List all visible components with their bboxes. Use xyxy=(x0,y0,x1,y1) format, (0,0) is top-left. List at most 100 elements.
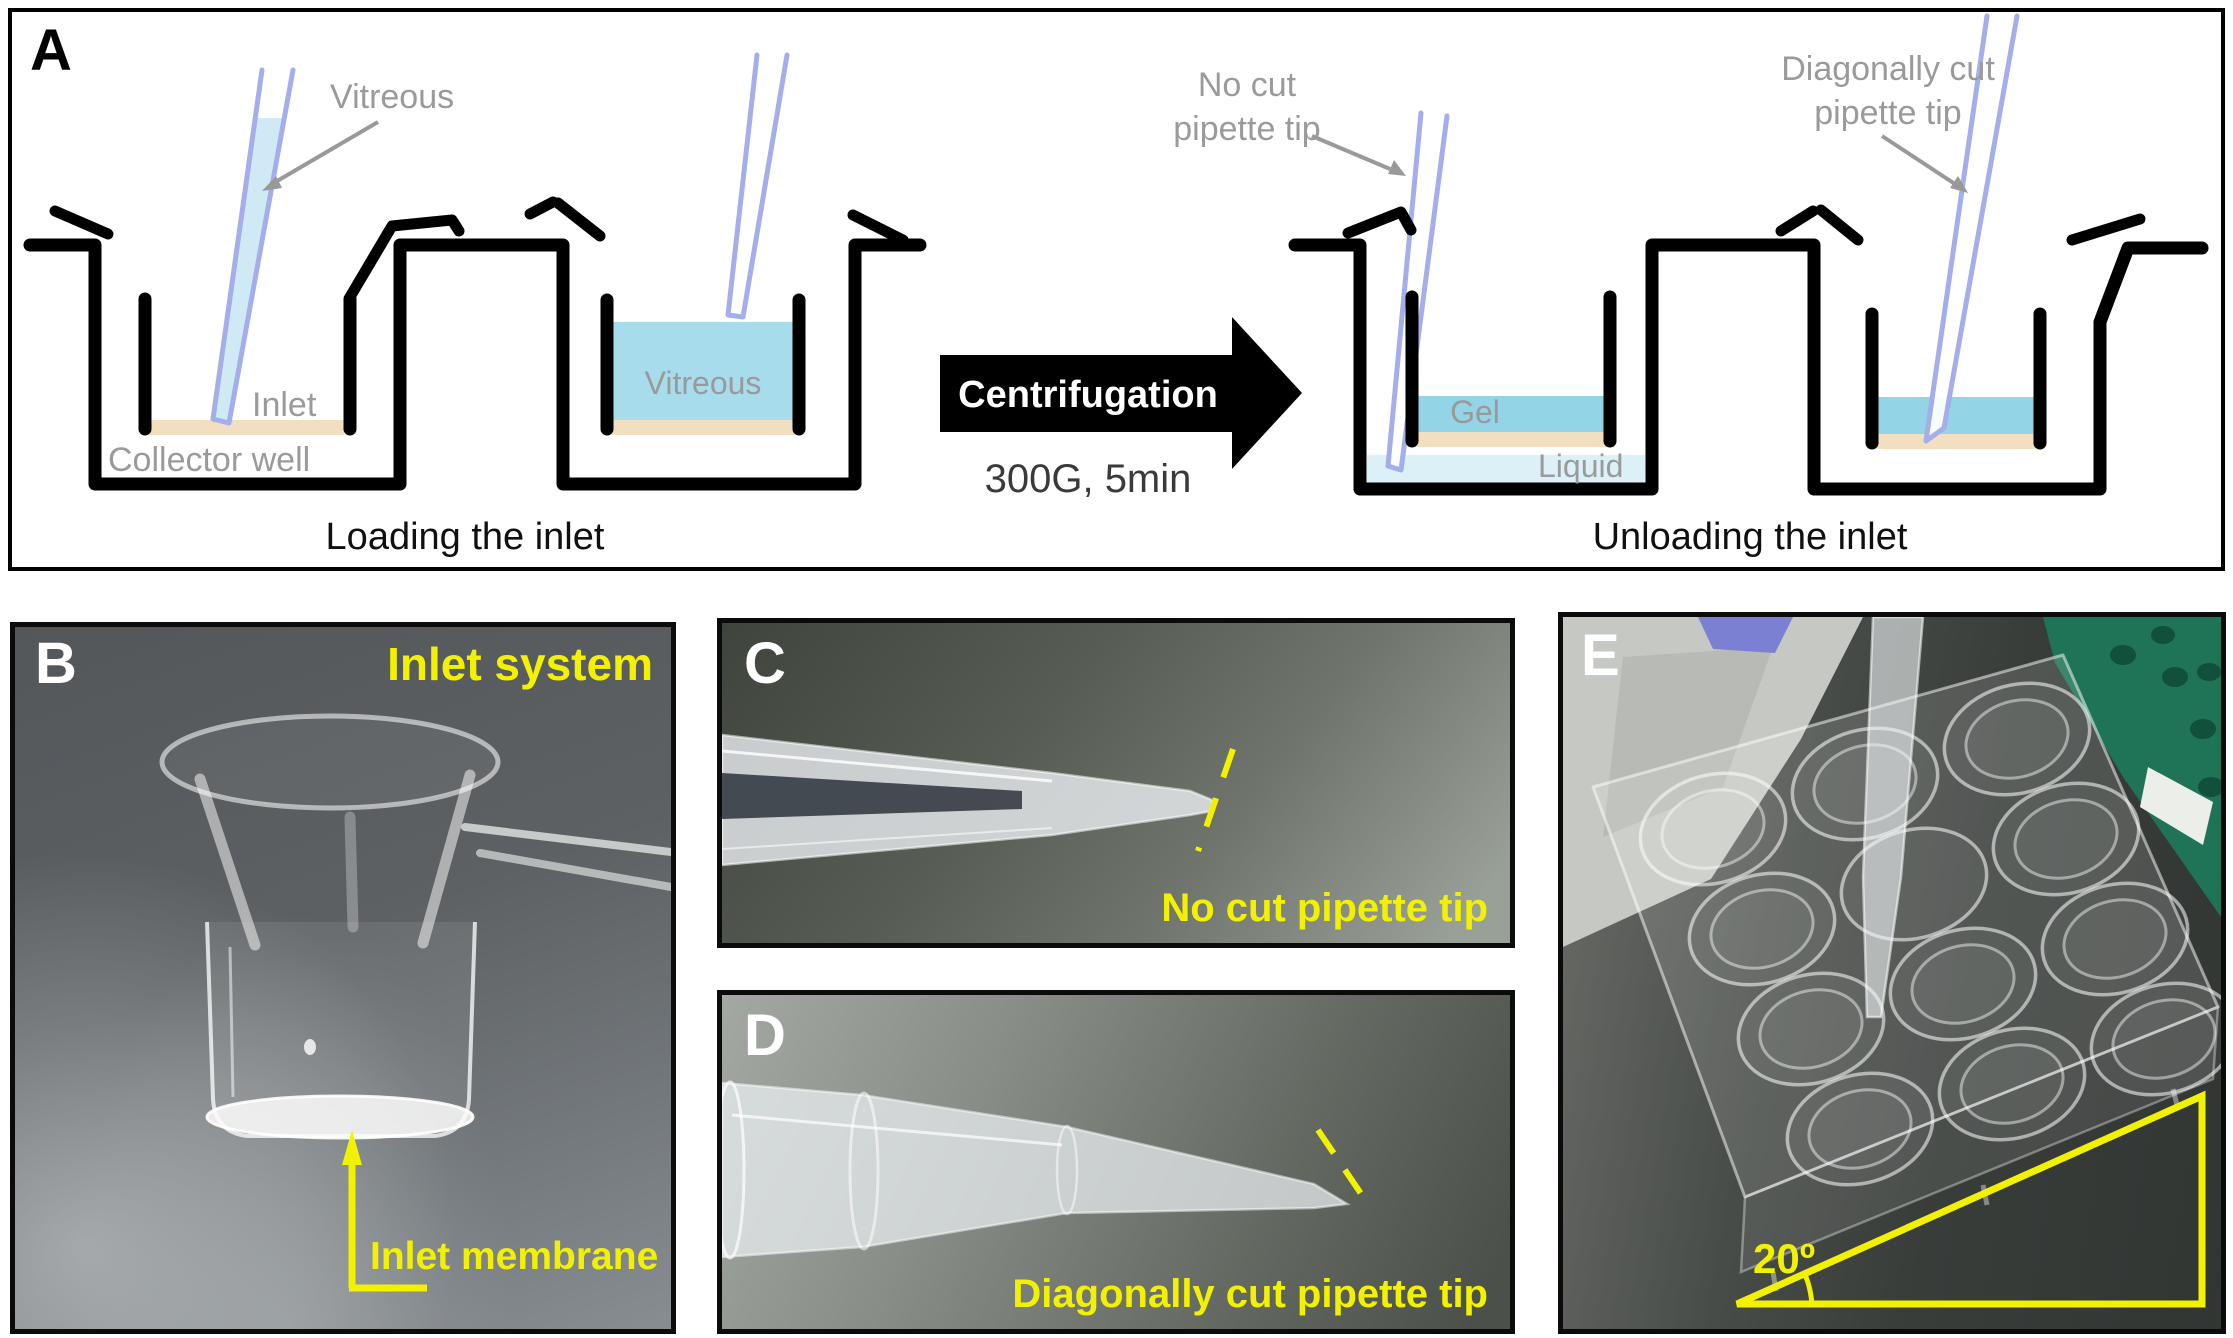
pipette-diagonal-cut xyxy=(1923,13,2020,444)
rack-label xyxy=(2140,767,2213,845)
inlet-walls-2 xyxy=(600,293,806,436)
vitreous-well-label: Vitreous xyxy=(645,365,762,401)
pipette-mouth-ring xyxy=(722,1080,746,1260)
gel-label: Gel xyxy=(1450,394,1500,430)
vitreous-in-pipette xyxy=(213,118,284,423)
purple-tip-box xyxy=(1698,617,1793,653)
panel-b-graphics xyxy=(159,713,671,1292)
panel-e-letter: E xyxy=(1581,623,1620,688)
panel-e-graphics xyxy=(1563,617,2221,1308)
pipette-3-body xyxy=(1388,113,1447,470)
panel-c-photo-nocut-tip: C No cut pipette tip xyxy=(717,618,1515,948)
diagcut-arrowhead-icon xyxy=(1950,176,1968,193)
centrifugation-arrow-icon xyxy=(940,317,1302,469)
gel-fill-well3 xyxy=(1417,396,1607,433)
inlet-membrane-2 xyxy=(612,420,794,435)
inlet-walls-1 xyxy=(138,292,357,436)
pipette-loading-empty xyxy=(725,52,790,320)
liquid-label: Liquid xyxy=(1538,448,1623,484)
panel-d-photo-diagcut-tip: D Diagonally cut pipette tip xyxy=(717,990,1515,1334)
centrifugation-label: Centrifugation xyxy=(958,374,1218,416)
panel-c-graphics xyxy=(722,733,1236,867)
loading-wells-outline xyxy=(23,238,927,491)
inlet-membrane-1 xyxy=(150,420,344,435)
inlet-insert-photo xyxy=(159,713,501,1140)
panel-b-letter: B xyxy=(35,631,77,696)
nocut-label-line2: pipette tip xyxy=(1173,110,1320,148)
vitreous-arrow xyxy=(270,120,380,186)
pipette-collar-2 xyxy=(1055,1124,1079,1216)
angle-value-label: 20º xyxy=(1753,1235,1816,1282)
panel-a-diagram: Centrifugation 300G, 5min Vitreous Inlet… xyxy=(23,13,2209,558)
nocut-arrow xyxy=(1311,134,1391,171)
tab-2-right xyxy=(847,209,909,246)
panel-a-schematic: A xyxy=(8,8,2225,571)
unloading-caption: Unloading the inlet xyxy=(1593,516,1908,558)
insert-hanging-tabs xyxy=(49,196,2146,303)
panel-b-photo-inlet-system: B Inlet system xyxy=(10,622,676,1334)
inlet-membrane-3 xyxy=(1417,432,1607,447)
pipette-highlight-top xyxy=(722,749,1053,783)
pipette-large-tip-photo xyxy=(722,1081,1351,1259)
angle-arc xyxy=(1800,1269,1815,1305)
tab-2-left xyxy=(524,196,606,242)
inlet-membrane-4 xyxy=(1877,434,2035,449)
angle-triangle xyxy=(1735,1090,2206,1308)
vitreous-fill-well2 xyxy=(612,322,794,421)
panel-c-letter: C xyxy=(744,631,786,696)
cup-highlight xyxy=(228,946,235,1098)
nocut-arrowhead-icon xyxy=(1388,160,1406,176)
pipette-4-body xyxy=(1926,16,2017,441)
rack-holes xyxy=(2110,626,2221,797)
pipette-nocut xyxy=(1385,110,1450,473)
panel-a-letter: A xyxy=(30,18,72,83)
insert-top-flange xyxy=(159,713,501,811)
vitreous-pipette-label: Vitreous xyxy=(330,78,454,116)
diagcut-label-line2: pipette tip xyxy=(1814,94,1961,132)
diagcut-label-line1: Diagonally cut xyxy=(1781,50,1995,88)
panel-d-caption: Diagonally cut pipette tip xyxy=(1012,1272,1488,1316)
tab-1-right xyxy=(344,214,465,303)
panel-e-photo-tilted-plate: E xyxy=(1558,612,2226,1334)
leader-arrows xyxy=(262,120,1968,193)
green-tube-rack xyxy=(2043,617,2221,917)
vitreous-arrowhead-icon xyxy=(262,176,282,191)
centrifugation-settings: 300G, 5min xyxy=(985,457,1192,501)
pipette-loading-filled xyxy=(210,67,296,426)
tweezers-icon xyxy=(461,823,671,891)
panel-d-graphics xyxy=(722,1080,1373,1260)
well-plate xyxy=(1591,653,2221,1292)
insert-legs xyxy=(194,769,476,951)
membrane-arrowhead-icon xyxy=(342,1130,362,1165)
inlet-walls-4 xyxy=(1865,307,2047,450)
tab-1-left xyxy=(49,205,114,240)
gel-fill-well4 xyxy=(1877,397,2035,434)
pipette-highlight xyxy=(731,1113,1063,1147)
inlet-label: Inlet xyxy=(252,386,317,424)
panel-c-caption: No cut pipette tip xyxy=(1161,886,1488,930)
pipette-highlight-bottom xyxy=(722,827,1053,850)
unloading-wells-outline xyxy=(1288,238,2209,496)
collector-well-label: Collector well xyxy=(108,441,310,479)
loading-caption: Loading the inlet xyxy=(326,516,605,558)
cut-mark-dashed-line xyxy=(1195,748,1236,852)
pipette-4-outline xyxy=(1923,13,2020,444)
nocut-label-line1: No cut xyxy=(1198,66,1297,104)
membrane-annotation xyxy=(342,1130,427,1292)
pipette-in-well xyxy=(1861,617,1925,1019)
diagcut-arrow xyxy=(1880,134,1957,186)
tab-4-right xyxy=(2066,213,2146,246)
panel-d-letter: D xyxy=(744,1003,786,1068)
well-outlines xyxy=(23,238,2209,496)
insert-membrane-bottom xyxy=(205,1094,475,1140)
inlet-walls-3 xyxy=(1405,290,1617,448)
wells xyxy=(1638,681,2221,1187)
pipette-filter-core xyxy=(722,773,1022,819)
tab-3-left xyxy=(1342,206,1417,239)
panel-b-title: Inlet system xyxy=(387,638,653,690)
glove-shadow xyxy=(1603,647,1773,837)
pipette-collar-1 xyxy=(848,1091,880,1251)
liquid-fill-well3 xyxy=(1367,455,1645,483)
angle-annotation xyxy=(1735,1090,2206,1308)
